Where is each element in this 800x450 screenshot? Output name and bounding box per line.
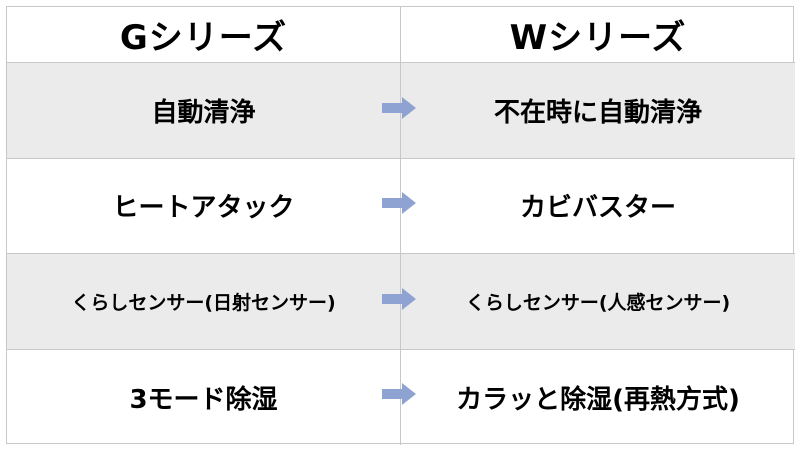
header-g-series: Gシリーズ: [7, 7, 401, 63]
comparison-table: Gシリーズ Wシリーズ 自動清浄 不在時に自動清浄 ヒートアタック カビバスター…: [6, 6, 795, 445]
row-2-w-feature: カビバスター: [401, 159, 795, 254]
right-arrow-icon: [382, 383, 416, 405]
right-arrow-icon: [382, 192, 416, 214]
row-2-g-feature: ヒートアタック: [7, 158, 401, 254]
row-4-g-feature: 3モード除湿: [7, 349, 401, 445]
row-3-g-feature: くらしセンサー(日射センサー): [7, 254, 401, 350]
row-1-g-feature: 自動清浄: [7, 63, 401, 159]
row-1-w-feature: 不在時に自動清浄: [401, 63, 795, 159]
row-4-w-feature: カラッと除湿(再熱方式): [456, 384, 740, 415]
row-3-w-feature: くらしセンサー(人感センサー): [401, 254, 795, 350]
right-arrow-icon: [382, 288, 416, 310]
right-arrow-icon: [382, 97, 416, 119]
header-w-series: Wシリーズ: [401, 7, 795, 63]
